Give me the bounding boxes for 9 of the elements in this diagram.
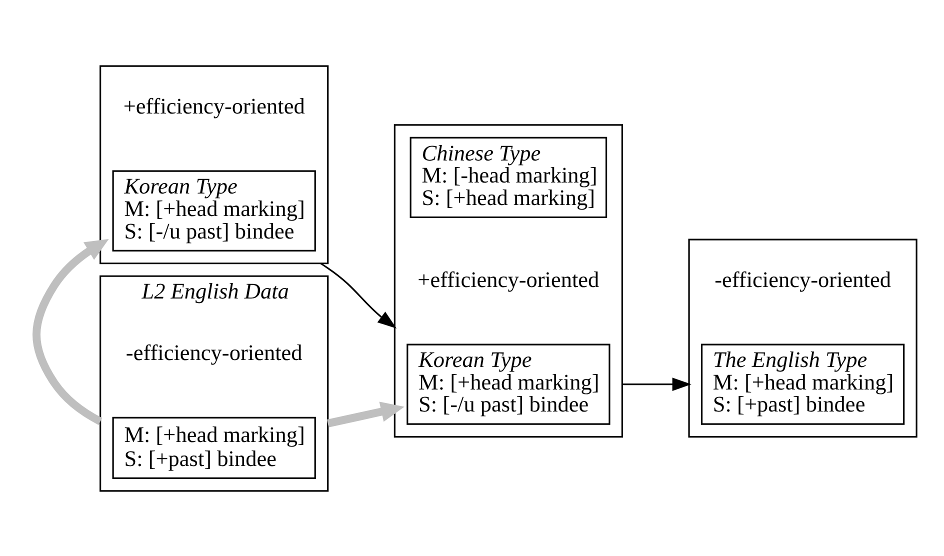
node-box: M: [+head marking] S: [+past] bindee (112, 416, 316, 478)
node-box: Korean Type M: [+head marking] S: [-/u past] bindee (406, 343, 610, 424)
node-box: The English Type M: [+head marking] S: [+past] bindee (700, 343, 905, 424)
arrow (32, 238, 109, 424)
arrow (622, 377, 692, 390)
arrow (320, 262, 397, 328)
arrow (327, 401, 404, 427)
node-box: Chinese Type M: [-head marking] S: [+head marking] (410, 136, 608, 218)
node-box: Korean Type M: [+head marking] S: [-/u past] bindee (112, 170, 316, 251)
